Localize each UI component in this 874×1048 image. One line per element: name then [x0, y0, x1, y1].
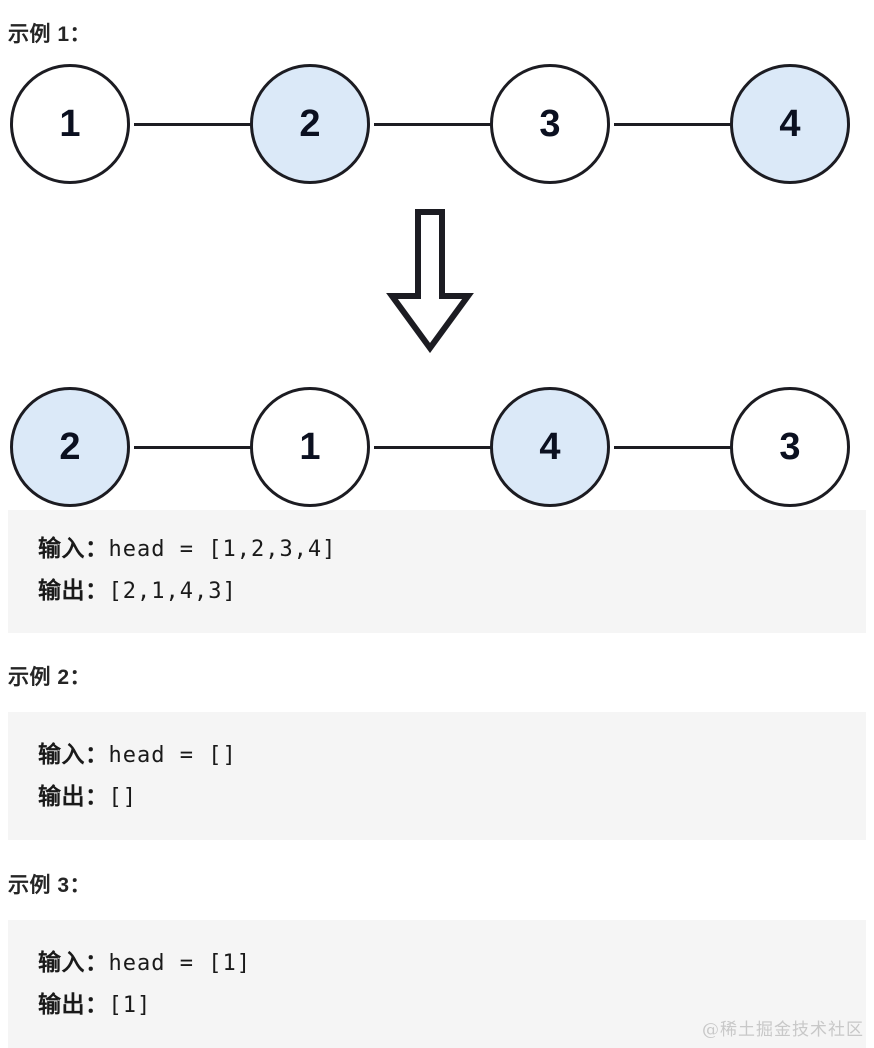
output-label: 输出： [38, 783, 109, 809]
list-node-before-0: 1 [10, 64, 130, 184]
input-value: head = [] [108, 743, 237, 768]
node-value: 4 [539, 425, 561, 468]
example-2-input-line: 输入：head = [] [38, 734, 866, 776]
node-value: 4 [779, 102, 801, 145]
example-2-output-line: 输出：[] [38, 776, 866, 818]
node-value: 3 [779, 425, 801, 468]
input-value: head = [1] [108, 951, 251, 976]
list-node-after-3: 3 [730, 387, 850, 507]
edge-before-1-2 [374, 123, 502, 126]
input-label: 输入： [38, 949, 109, 975]
node-value: 2 [59, 425, 81, 468]
output-label: 输出： [38, 577, 109, 603]
list-node-after-1: 1 [250, 387, 370, 507]
input-label: 输入： [38, 741, 109, 767]
list-node-after-0: 2 [10, 387, 130, 507]
output-value: [] [108, 785, 137, 810]
node-value: 2 [299, 102, 321, 145]
list-node-before-3: 4 [730, 64, 850, 184]
example-1-input-line: 输入：head = [1,2,3,4] [38, 528, 866, 570]
example-3-output-line: 输出：[1] [38, 984, 866, 1026]
example-1-code-block: 输入：head = [1,2,3,4] 输出：[2,1,4,3] [8, 510, 866, 633]
edge-before-0-1 [134, 123, 262, 126]
node-value: 1 [299, 425, 321, 468]
output-value: [1] [108, 993, 152, 1018]
node-value: 3 [539, 102, 561, 145]
linked-list-diagram: 1 2 3 4 2 1 4 3 [0, 50, 874, 520]
input-value: head = [1,2,3,4] [108, 537, 337, 562]
edge-after-2-3 [614, 446, 742, 449]
down-arrow-icon [385, 208, 475, 354]
output-value: [2,1,4,3] [108, 579, 237, 604]
list-node-after-2: 4 [490, 387, 610, 507]
edge-after-1-2 [374, 446, 502, 449]
list-node-before-1: 2 [250, 64, 370, 184]
example-heading-2: 示例 2： [8, 666, 92, 689]
watermark: @稀土掘金技术社区 [702, 1020, 864, 1040]
example-1-output-line: 输出：[2,1,4,3] [38, 570, 866, 612]
input-label: 输入： [38, 535, 109, 561]
example-3-code-block: 输入：head = [1] 输出：[1] [8, 920, 866, 1048]
example-heading-1: 示例 1： [8, 23, 92, 46]
example-2-code-block: 输入：head = [] 输出：[] [8, 712, 866, 840]
example-3-input-line: 输入：head = [1] [38, 942, 866, 984]
output-label: 输出： [38, 991, 109, 1017]
node-value: 1 [59, 102, 81, 145]
edge-before-2-3 [614, 123, 742, 126]
edge-after-0-1 [134, 446, 262, 449]
example-heading-3: 示例 3： [8, 874, 92, 897]
list-node-before-2: 3 [490, 64, 610, 184]
